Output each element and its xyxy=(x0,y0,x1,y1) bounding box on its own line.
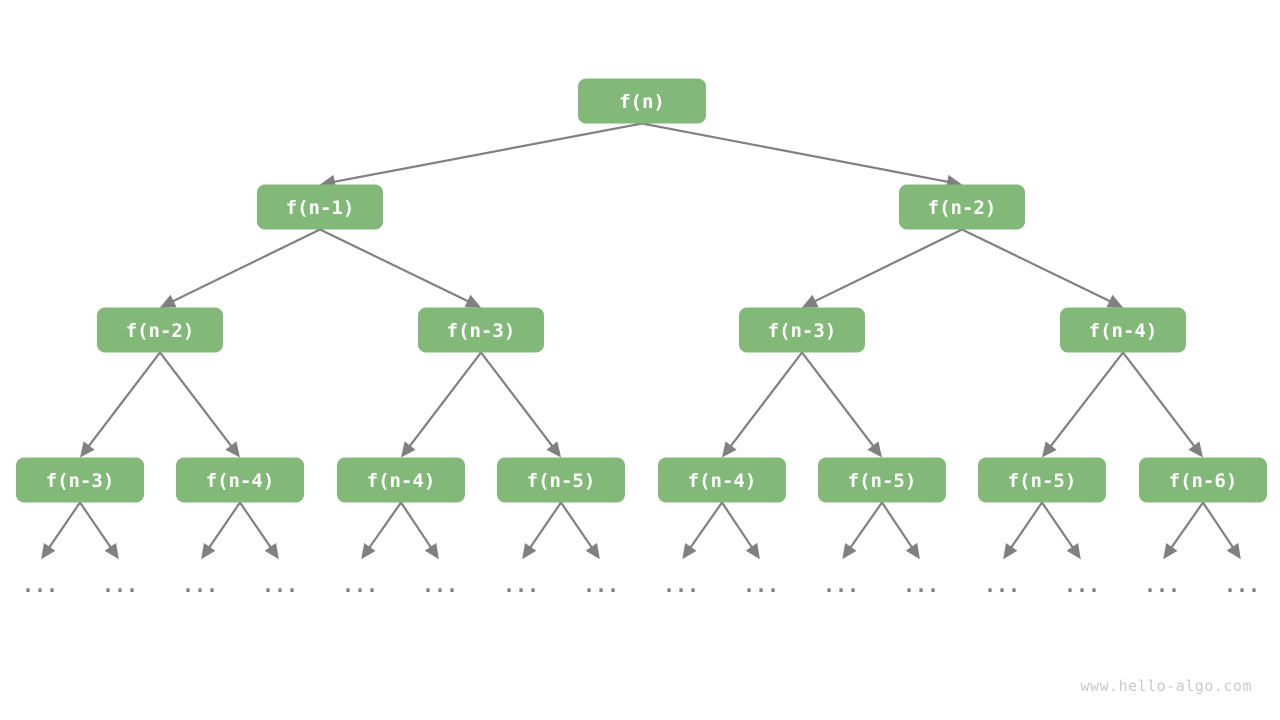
tree-node[interactable]: f(n-4) xyxy=(658,457,786,503)
leaf-ellipsis: ... xyxy=(1144,573,1180,597)
tree-node[interactable]: f(n-5) xyxy=(818,457,946,503)
node-box[interactable] xyxy=(578,78,706,124)
leaf-edge-L3N4-E8 xyxy=(682,501,723,560)
node-label: f(n-4) xyxy=(367,470,436,492)
leaf-ellipsis: ... xyxy=(1064,573,1100,597)
leaf-ellipsis: ... xyxy=(743,573,779,597)
edge-L2N2-to-L3N5 xyxy=(801,351,882,458)
leaf-ellipsis: ... xyxy=(823,573,859,597)
edge-L2N3-to-L3N7 xyxy=(1122,351,1203,458)
node-label: f(n-2) xyxy=(126,320,195,342)
leaf-edge-L3N0-E0 xyxy=(41,501,81,560)
node-label: f(n-5) xyxy=(1008,470,1077,492)
leaf-ellipsis: ... xyxy=(422,573,458,597)
node-label: f(n-5) xyxy=(527,470,596,492)
tree-node[interactable]: f(n-1) xyxy=(257,184,383,230)
node-box[interactable] xyxy=(899,184,1025,230)
node-box[interactable] xyxy=(418,307,544,353)
node-label: f(n-4) xyxy=(206,470,275,492)
node-label: f(n-2) xyxy=(928,197,997,219)
node-label: f(n-5) xyxy=(848,470,917,492)
tree-node[interactable]: f(n-2) xyxy=(899,184,1025,230)
leaf-ellipses-layer: ........................................… xyxy=(22,573,1260,597)
node-box[interactable] xyxy=(257,184,383,230)
node-label: f(n-6) xyxy=(1169,470,1238,492)
leaf-edges-layer xyxy=(41,501,1241,560)
watermark-label: www.hello-algo.com xyxy=(1080,677,1252,695)
leaf-edge-L3N1-E3 xyxy=(239,501,279,560)
leaf-ellipsis: ... xyxy=(663,573,699,597)
leaf-edge-L3N6-E12 xyxy=(1003,501,1043,560)
node-box[interactable] xyxy=(739,307,865,353)
edge-L1N1-to-L2N3 xyxy=(961,228,1123,308)
leaf-ellipsis: ... xyxy=(342,573,378,597)
edge-L2N0-to-L3N0 xyxy=(80,351,161,458)
leaf-ellipsis: ... xyxy=(1224,573,1260,597)
leaf-edge-L3N5-E10 xyxy=(842,501,883,560)
node-label: f(n-4) xyxy=(1089,320,1158,342)
node-box[interactable] xyxy=(97,307,223,353)
tree-node[interactable]: f(n-5) xyxy=(978,457,1106,503)
leaf-edge-L3N2-E5 xyxy=(400,501,439,560)
node-box[interactable] xyxy=(16,457,144,503)
nodes-layer: f(n) f(n-1) f(n-2) f(n-2) f(n-3) f(n-3) f(n-4)… xyxy=(16,78,1267,503)
node-box[interactable] xyxy=(497,457,625,503)
leaf-edge-L3N1-E2 xyxy=(201,501,241,560)
leaf-ellipsis: ... xyxy=(262,573,298,597)
leaf-ellipsis: ... xyxy=(182,573,218,597)
tree-node[interactable]: f(n-2) xyxy=(97,307,223,353)
node-box[interactable] xyxy=(978,457,1106,503)
leaf-ellipsis: ... xyxy=(22,573,58,597)
leaf-edge-L3N5-E11 xyxy=(881,501,920,560)
node-box[interactable] xyxy=(1060,307,1186,353)
node-box[interactable] xyxy=(818,457,946,503)
tree-node[interactable]: f(n-6) xyxy=(1139,457,1267,503)
leaf-edge-L3N6-E13 xyxy=(1041,501,1081,560)
tree-node[interactable]: f(n-3) xyxy=(739,307,865,353)
leaf-edge-L3N4-E9 xyxy=(721,501,760,560)
tree-node[interactable]: f(n-5) xyxy=(497,457,625,503)
tree-node[interactable]: f(n-4) xyxy=(1060,307,1186,353)
leaf-edge-L3N7-E15 xyxy=(1202,501,1241,560)
edge-L2N0-to-L3N1 xyxy=(159,351,240,458)
leaf-ellipsis: ... xyxy=(503,573,539,597)
tree-node[interactable]: f(n-4) xyxy=(337,457,465,503)
leaf-edge-L3N2-E4 xyxy=(361,501,402,560)
node-box[interactable] xyxy=(176,457,304,503)
leaf-edge-L3N0-E1 xyxy=(79,501,119,560)
leaf-edge-L3N7-E14 xyxy=(1163,501,1204,560)
node-label: f(n-1) xyxy=(286,197,355,219)
node-box[interactable] xyxy=(658,457,786,503)
edge-L1N1-to-L2N2 xyxy=(802,228,963,308)
leaf-ellipsis: ... xyxy=(984,573,1020,597)
tree-node[interactable]: f(n-3) xyxy=(16,457,144,503)
node-box[interactable] xyxy=(337,457,465,503)
tree-node[interactable]: f(n) xyxy=(578,78,706,124)
tree-node[interactable]: f(n-4) xyxy=(176,457,304,503)
leaf-ellipsis: ... xyxy=(903,573,939,597)
leaf-ellipsis: ... xyxy=(583,573,619,597)
edge-L2N3-to-L3N6 xyxy=(1042,351,1124,458)
node-label: f(n-3) xyxy=(447,320,516,342)
edge-L2N1-to-L3N3 xyxy=(480,351,561,458)
leaf-ellipsis: ... xyxy=(102,573,138,597)
tree-node[interactable]: f(n-3) xyxy=(418,307,544,353)
node-label: f(n) xyxy=(619,91,665,113)
leaf-edge-L3N3-E6 xyxy=(522,501,562,560)
node-box[interactable] xyxy=(1139,457,1267,503)
node-label: f(n-3) xyxy=(46,470,115,492)
edge-L1N0-to-L2N1 xyxy=(319,228,481,308)
node-label: f(n-3) xyxy=(768,320,837,342)
leaf-edge-L3N3-E7 xyxy=(560,501,600,560)
edge-L2N1-to-L3N2 xyxy=(401,351,482,458)
edge-L1N0-to-L2N0 xyxy=(160,228,321,308)
edge-L2N2-to-L3N4 xyxy=(722,351,803,458)
node-label: f(n-4) xyxy=(688,470,757,492)
